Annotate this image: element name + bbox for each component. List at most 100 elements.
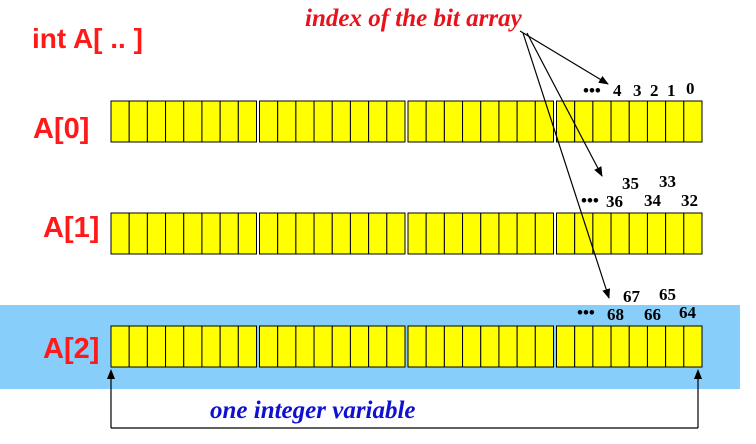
bit-cell [665, 212, 685, 255]
bit-index: 68 [607, 305, 624, 324]
bit-index: 4 [613, 81, 622, 100]
bit-cell [443, 212, 464, 255]
bit-cell [110, 212, 130, 255]
bit-index: 34 [644, 191, 662, 210]
bit-cell [498, 100, 518, 143]
bit-cell [425, 325, 445, 368]
bit-cell [165, 325, 185, 368]
bit-cells-a2 [110, 325, 703, 368]
row-label-a0: A[0] [33, 113, 89, 145]
bit-cell [556, 325, 576, 368]
bit-cell [646, 325, 667, 368]
bit-cell [219, 212, 239, 255]
bit-cell [516, 325, 536, 368]
bit-cell [277, 100, 297, 143]
bit-cell [201, 325, 221, 368]
bit-cell [295, 100, 315, 143]
bit-cell [237, 100, 257, 143]
bit-cell [610, 325, 630, 368]
bit-cells-a1 [110, 212, 703, 255]
bit-cell [462, 100, 482, 143]
bit-index: 36 [606, 192, 623, 211]
bit-cell [277, 325, 297, 368]
bit-cell [516, 212, 536, 255]
bit-cell [480, 100, 500, 143]
bit-cell [128, 100, 148, 143]
bit-cell [628, 212, 648, 255]
bit-cell [425, 212, 445, 255]
bit-cell [368, 212, 388, 255]
bit-index: 3 [633, 81, 642, 100]
bit-cell [110, 325, 130, 368]
bit-cell [237, 325, 257, 368]
bit-cell [556, 212, 576, 255]
bit-cell [201, 212, 221, 255]
bit-cell [349, 325, 370, 368]
integer-caption: one integer variable [210, 397, 416, 424]
bit-cell [368, 100, 388, 143]
bit-cell [628, 100, 648, 143]
bit-cell [349, 212, 370, 255]
bit-cell [462, 325, 482, 368]
bit-cell [592, 100, 612, 143]
bit-cell [646, 100, 667, 143]
pointer-arrow-a0 [519, 30, 609, 85]
bit-cell [183, 100, 203, 143]
bit-cell [386, 100, 406, 143]
bit-cell [610, 212, 630, 255]
bit-cell [386, 212, 406, 255]
bit-cell [534, 100, 554, 143]
bit-cell [368, 325, 388, 368]
row-label-a2: A[2] [43, 333, 99, 365]
bit-cell [201, 100, 221, 143]
bit-cell [128, 325, 148, 368]
bit-index: 0 [686, 79, 695, 98]
bit-cell [165, 212, 185, 255]
bit-cell [443, 100, 464, 143]
bit-cell [331, 325, 351, 368]
bit-cells-a0 [110, 100, 703, 143]
pointer-arrow-a2 [522, 32, 611, 299]
diagram-title: int A[ .. ] [32, 23, 143, 54]
bit-cell [628, 325, 648, 368]
ellipsis-a1: ••• [581, 191, 599, 210]
bit-cell [683, 212, 703, 255]
bit-cell [498, 212, 518, 255]
index-caption: index of the bit array [305, 5, 523, 32]
bit-cell [295, 325, 315, 368]
bit-cell [219, 325, 239, 368]
bit-index: 33 [659, 172, 676, 191]
bit-cell [534, 325, 554, 368]
bit-cell [183, 212, 203, 255]
bit-cell [386, 325, 406, 368]
ellipsis-a2: ••• [577, 303, 595, 322]
bit-cell [237, 212, 257, 255]
bit-index: 65 [659, 285, 676, 304]
row-label-a1: A[1] [43, 212, 99, 244]
bit-index: 35 [622, 174, 639, 193]
bit-cell [462, 212, 482, 255]
bit-cell [146, 325, 167, 368]
bit-index: 64 [679, 303, 697, 322]
bracket-arrowhead-left [107, 369, 115, 379]
bit-cell [128, 212, 148, 255]
bit-cell [516, 100, 536, 143]
bit-cell [425, 100, 445, 143]
bit-cell [219, 100, 239, 143]
bit-cell [498, 325, 518, 368]
bracket-arrowhead-right [694, 369, 702, 379]
bit-index: 67 [623, 287, 641, 306]
pointer-arrow-a1 [526, 32, 603, 177]
bit-cell [259, 100, 279, 143]
bit-cell [331, 100, 351, 143]
ellipsis-a0: ••• [583, 81, 601, 100]
bit-cell [665, 100, 685, 143]
bit-cell [443, 325, 464, 368]
bit-cell [349, 100, 370, 143]
bit-cell [407, 100, 427, 143]
bit-cell [534, 212, 554, 255]
bit-cell [407, 212, 427, 255]
bit-cell [313, 100, 333, 143]
bit-cell [295, 212, 315, 255]
